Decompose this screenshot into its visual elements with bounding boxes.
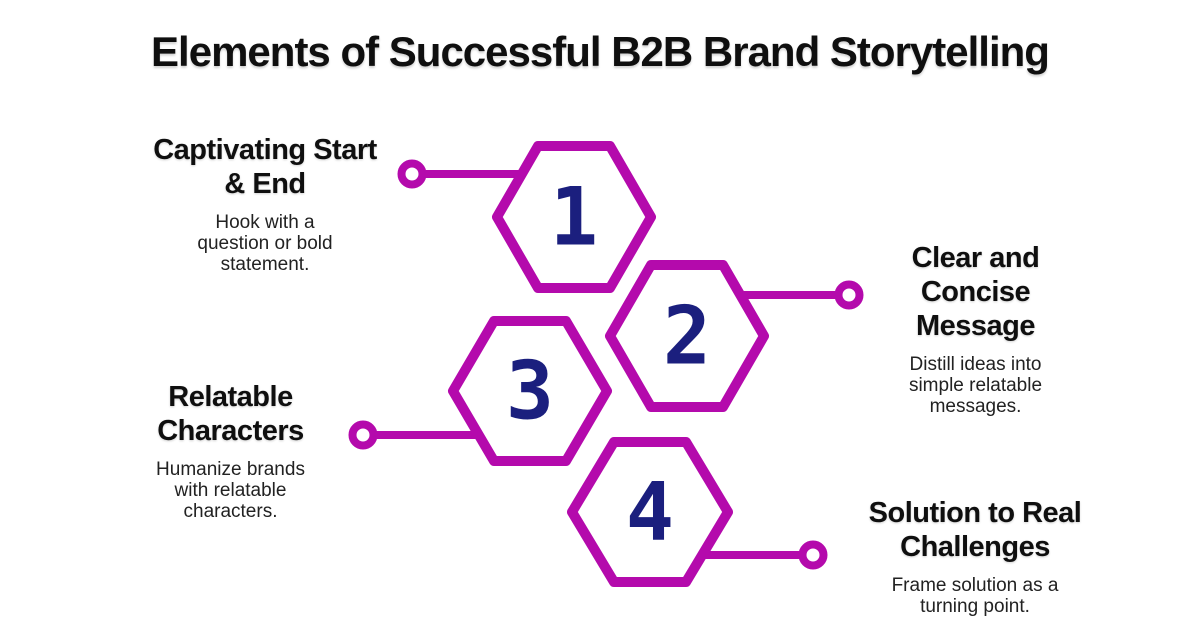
page-title: Elements of Successful B2B Brand Storyte… [151, 28, 1050, 75]
step-4-heading: Solution to Real Challenges [868, 497, 1082, 563]
connector-node-2-icon [834, 280, 864, 310]
step-number-4: 4 [625, 465, 675, 559]
connector-node-4-icon [798, 540, 828, 570]
step-1-description: Hook with a question or bold statement. [197, 212, 333, 275]
step-3-description: Humanize brands with relatable character… [156, 459, 305, 522]
hexagon-1-icon [492, 141, 656, 293]
step-1-text: Captivating Start & End Hook with a ques… [150, 133, 380, 275]
step-number-2: 2 [662, 289, 712, 383]
step-2-text: Clear and Concise Message Distill ideas … [883, 241, 1068, 417]
step-2-heading: Clear and Concise Message [911, 242, 1040, 342]
hexagon-2-icon [605, 260, 769, 412]
hexagon-4-icon [567, 437, 733, 587]
step-4-description: Frame solution as a turning point. [891, 575, 1059, 617]
step-2-description: Distill ideas into simple relatable mess… [908, 354, 1043, 417]
step-number-3: 3 [505, 344, 555, 438]
connector-node-1-icon [397, 159, 427, 189]
step-4-text: Solution to Real Challenges Frame soluti… [839, 496, 1111, 617]
step-3-text: Relatable Characters Humanize brands wit… [128, 380, 333, 522]
step-3-heading: Relatable Characters [157, 381, 304, 447]
step-number-1: 1 [549, 170, 599, 264]
hexagon-3-icon [448, 316, 612, 466]
connector-node-3-icon [348, 420, 378, 450]
step-1-heading: Captivating Start & End [153, 134, 377, 200]
